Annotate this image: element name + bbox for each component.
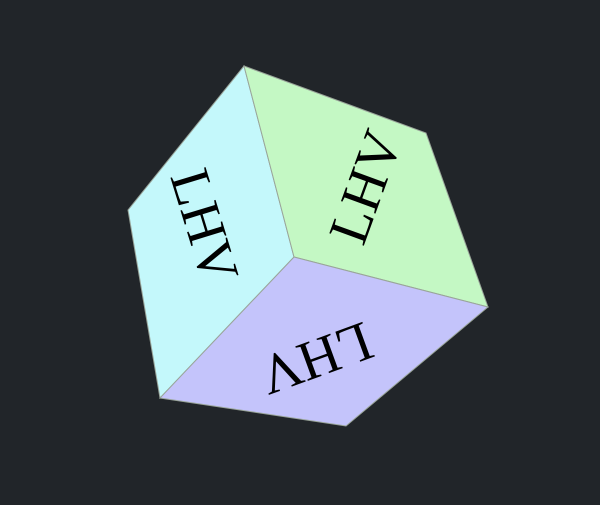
cube-face-right: LHV (243, 65, 489, 308)
cube-face-left: LHV (127, 64, 295, 400)
cube-face-bottom-surface (158, 256, 490, 427)
cube-face-bottom: LHV (158, 256, 490, 427)
